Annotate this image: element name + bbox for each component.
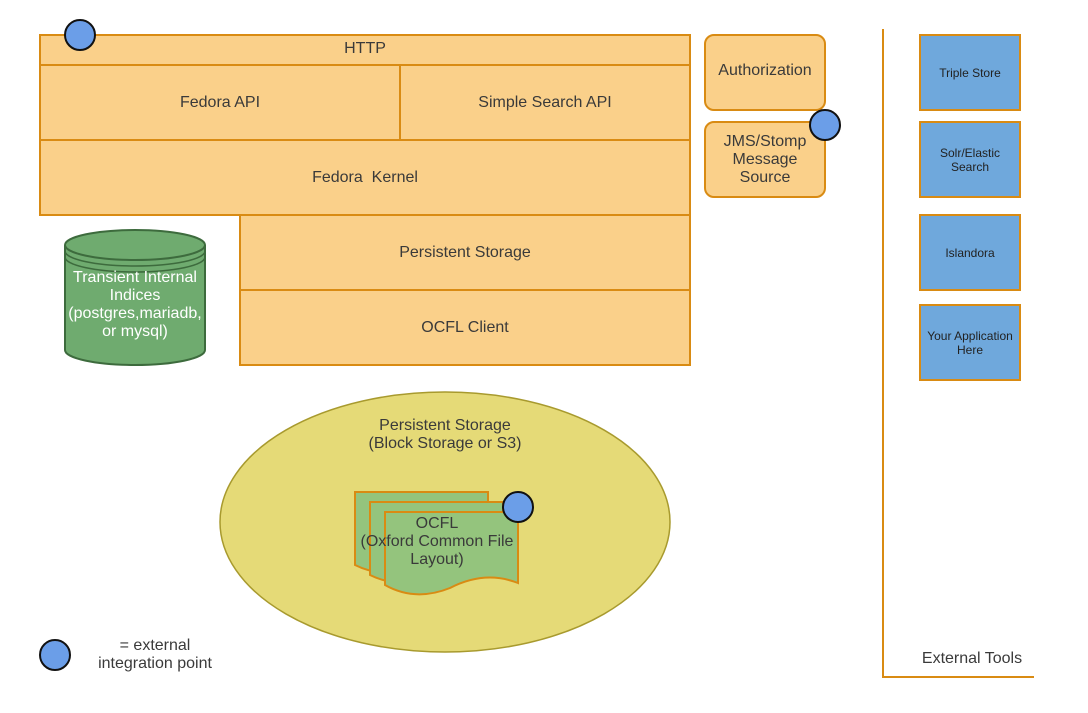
persistent-storage-label: Persistent Storage (399, 243, 531, 261)
http-label: HTTP (344, 40, 386, 57)
fedora-kernel-box (39, 139, 691, 216)
database-icon (64, 229, 206, 366)
storage-ellipse-label: Persistent Storage (Block Storage or S3) (368, 417, 522, 452)
ocfl-client-label: OCFL Client (421, 318, 509, 336)
external-tools-border (882, 29, 1034, 678)
triple-store-box (919, 34, 1021, 111)
islandora-box (919, 214, 1021, 291)
authorization-label: Authorization (718, 62, 812, 79)
external-tool-label: Triple Store (939, 65, 1001, 80)
authorization-box (704, 34, 826, 111)
external-tools-title: External Tools (921, 650, 1023, 667)
integration-point-icon (809, 109, 841, 141)
ocfl-label: OCFL (Oxford Common File Layout) (360, 515, 514, 568)
legend-integration-point-icon (39, 639, 71, 671)
your-app-box (919, 304, 1021, 381)
ocfl-documents-icon (354, 491, 519, 596)
http-layer (39, 34, 691, 66)
solr-box (919, 121, 1021, 198)
simple-search-api-label: Simple Search API (478, 93, 612, 111)
fedora-api-box (39, 64, 401, 141)
jms-label: JMS/Stomp Message Source (723, 132, 807, 186)
ocfl-client-box (239, 289, 691, 366)
jms-box (704, 121, 826, 198)
external-tool-label: Solr/Elastic Search (939, 145, 1001, 174)
integration-point-icon (64, 19, 96, 51)
external-tool-label: Your Application Here (927, 328, 1013, 357)
database-label: Transient Internal Indices (postgres,mar… (68, 269, 202, 340)
integration-point-icon (502, 491, 534, 523)
simple-search-api-box (399, 64, 691, 141)
fedora-api-label: Fedora API (179, 93, 261, 111)
external-tool-label: Islandora (945, 245, 995, 260)
legend-text: = external integration point (98, 637, 212, 672)
fedora-kernel-label: Fedora Kernel (312, 168, 418, 186)
